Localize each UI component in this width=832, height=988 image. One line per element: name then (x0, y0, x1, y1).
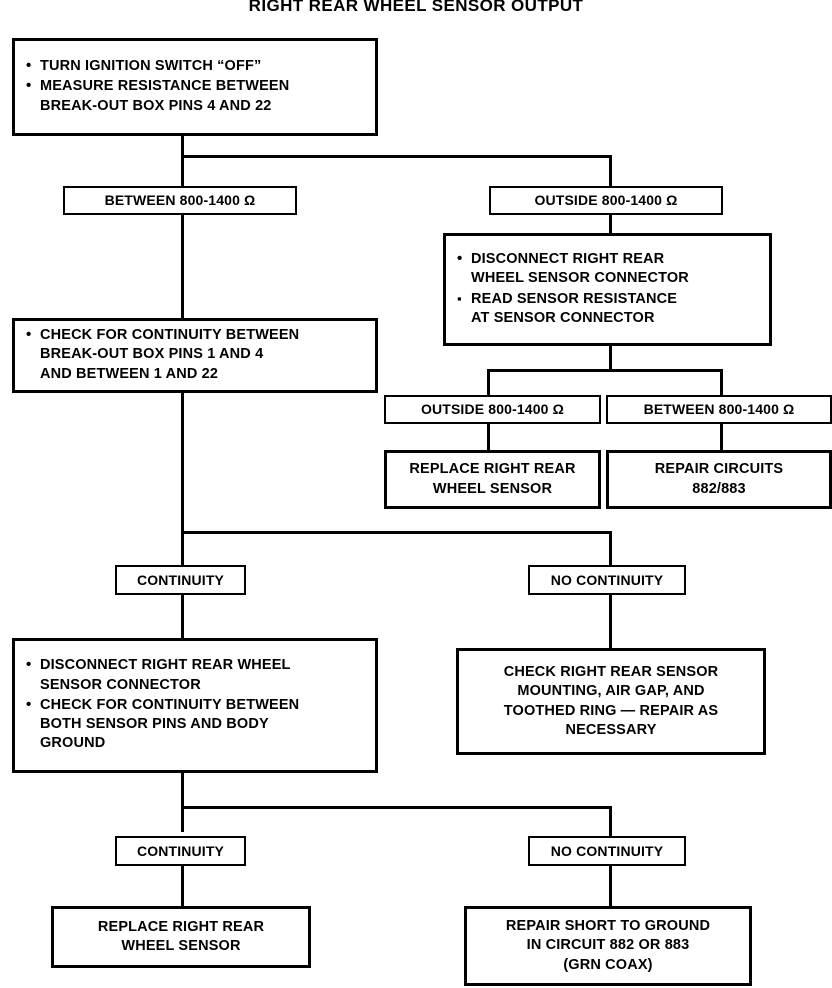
replace-wheel-sensor-bottom[interactable]: REPLACE RIGHT REAR WHEEL SENSOR (51, 906, 311, 968)
edge-continuity-to-disconnect (181, 595, 184, 638)
edge-resistance-split (487, 369, 723, 372)
edge-continuity-lower-to-replace (181, 866, 184, 906)
no-continuity-label-lower-text: NO CONTINUITY (550, 842, 664, 859)
replace-wheel-sensor-mid[interactable]: REPLACE RIGHT REAR WHEEL SENSOR (384, 450, 601, 509)
replace-wheel-sensor-mid-text: REPLACE RIGHT REAR WHEEL SENSOR (409, 461, 576, 497)
start-step-list: TURN IGNITION SWITCH “OFF” MEASURE RESIS… (15, 56, 375, 117)
edge-outside-to-disconnect (609, 214, 612, 235)
edge-to-outside-right (609, 155, 612, 187)
outside-800-1400-right[interactable]: OUTSIDE 800-1400 Ω (489, 186, 723, 215)
disconnect-and-read-line-2: READ SENSOR RESISTANCE AT SENSOR CONNECT… (456, 290, 761, 329)
disconnect-and-ground-check-line-2: CHECK FOR CONTINUITY BETWEEN BOTH SENSOR… (25, 695, 367, 754)
edge-disconnect-stem (609, 345, 612, 371)
no-continuity-label-upper[interactable]: NO CONTINUITY (528, 565, 686, 595)
disconnect-and-read-list: DISCONNECT RIGHT REAR WHEEL SENSOR CONNE… (446, 249, 769, 329)
outside-800-1400-mid-label: OUTSIDE 800-1400 Ω (420, 401, 565, 418)
continuity-label-lower[interactable]: CONTINUITY (115, 836, 246, 866)
page-title: RIGHT REAR WHEEL SENSOR OUTPUT (248, 0, 584, 15)
edge-to-between-mid (720, 369, 723, 396)
edge-between-mid-to-repair (720, 424, 723, 451)
check-continuity-breakout-step[interactable]: CHECK FOR CONTINUITY BETWEEN BREAK-OUT B… (12, 318, 378, 393)
between-800-1400-left-label: BETWEEN 800-1400 Ω (104, 192, 256, 209)
start-step[interactable]: TURN IGNITION SWITCH “OFF” MEASURE RESIS… (12, 38, 378, 136)
edge-continuity-split-lower (181, 806, 612, 809)
edge-no-continuity-lower-to-repair (609, 866, 612, 906)
edge-no-continuity-to-mounting (609, 595, 612, 648)
repair-circuits-882-883[interactable]: REPAIR CIRCUITS 882/883 (606, 450, 832, 509)
edge-outside-mid-to-replace (487, 424, 490, 451)
disconnect-and-ground-check-list: DISCONNECT RIGHT REAR WHEEL SENSOR CONNE… (15, 655, 375, 754)
edge-check-stem (181, 392, 184, 534)
edge-between-to-check (181, 214, 184, 319)
disconnect-and-read-step[interactable]: DISCONNECT RIGHT REAR WHEEL SENSOR CONNE… (443, 233, 772, 346)
edge-continuity-split-upper (181, 531, 612, 534)
continuity-label-upper[interactable]: CONTINUITY (115, 565, 246, 595)
repair-short-to-ground-text: REPAIR SHORT TO GROUND IN CIRCUIT 882 OR… (505, 918, 711, 973)
outside-800-1400-right-label: OUTSIDE 800-1400 Ω (534, 192, 678, 209)
disconnect-and-ground-check-step[interactable]: DISCONNECT RIGHT REAR WHEEL SENSOR CONNE… (12, 638, 378, 773)
check-mounting-air-gap-text: CHECK RIGHT REAR SENSOR MOUNTING, AIR GA… (503, 663, 719, 738)
start-step-line-1: TURN IGNITION SWITCH “OFF” (25, 56, 367, 76)
disconnect-and-ground-check-line-1: DISCONNECT RIGHT REAR WHEEL SENSOR CONNE… (25, 655, 367, 695)
edge-to-no-continuity-upper (609, 531, 612, 566)
edge-to-continuity-upper (181, 531, 184, 566)
disconnect-and-read-line-1: DISCONNECT RIGHT REAR WHEEL SENSOR CONNE… (456, 249, 761, 289)
check-continuity-breakout-line-1: CHECK FOR CONTINUITY BETWEEN BREAK-OUT B… (25, 325, 367, 384)
edge-start-stem (181, 135, 184, 157)
between-800-1400-left[interactable]: BETWEEN 800-1400 Ω (63, 186, 297, 215)
between-800-1400-mid-label: BETWEEN 800-1400 Ω (643, 401, 795, 418)
edge-to-outside-mid (487, 369, 490, 396)
continuity-label-lower-text: CONTINUITY (136, 842, 225, 859)
no-continuity-label-lower[interactable]: NO CONTINUITY (528, 836, 686, 866)
repair-circuits-882-883-text: REPAIR CIRCUITS 882/883 (654, 461, 784, 497)
continuity-label-upper-text: CONTINUITY (136, 571, 225, 588)
no-continuity-label-upper-text: NO CONTINUITY (550, 571, 664, 588)
edge-start-split (181, 155, 612, 158)
check-mounting-air-gap-step[interactable]: CHECK RIGHT REAR SENSOR MOUNTING, AIR GA… (456, 648, 766, 755)
outside-800-1400-mid[interactable]: OUTSIDE 800-1400 Ω (384, 395, 601, 424)
replace-wheel-sensor-bottom-text: REPLACE RIGHT REAR WHEEL SENSOR (97, 918, 265, 954)
between-800-1400-mid[interactable]: BETWEEN 800-1400 Ω (606, 395, 832, 424)
edge-to-continuity-lower (609, 806, 612, 837)
repair-short-to-ground[interactable]: REPAIR SHORT TO GROUND IN CIRCUIT 882 OR… (464, 906, 752, 986)
edge-ground-stem (181, 773, 184, 832)
edge-to-between-left (181, 155, 184, 187)
check-continuity-breakout-list: CHECK FOR CONTINUITY BETWEEN BREAK-OUT B… (15, 325, 375, 385)
start-step-line-2: MEASURE RESISTANCE BETWEEN BREAK-OUT BOX… (25, 76, 367, 116)
